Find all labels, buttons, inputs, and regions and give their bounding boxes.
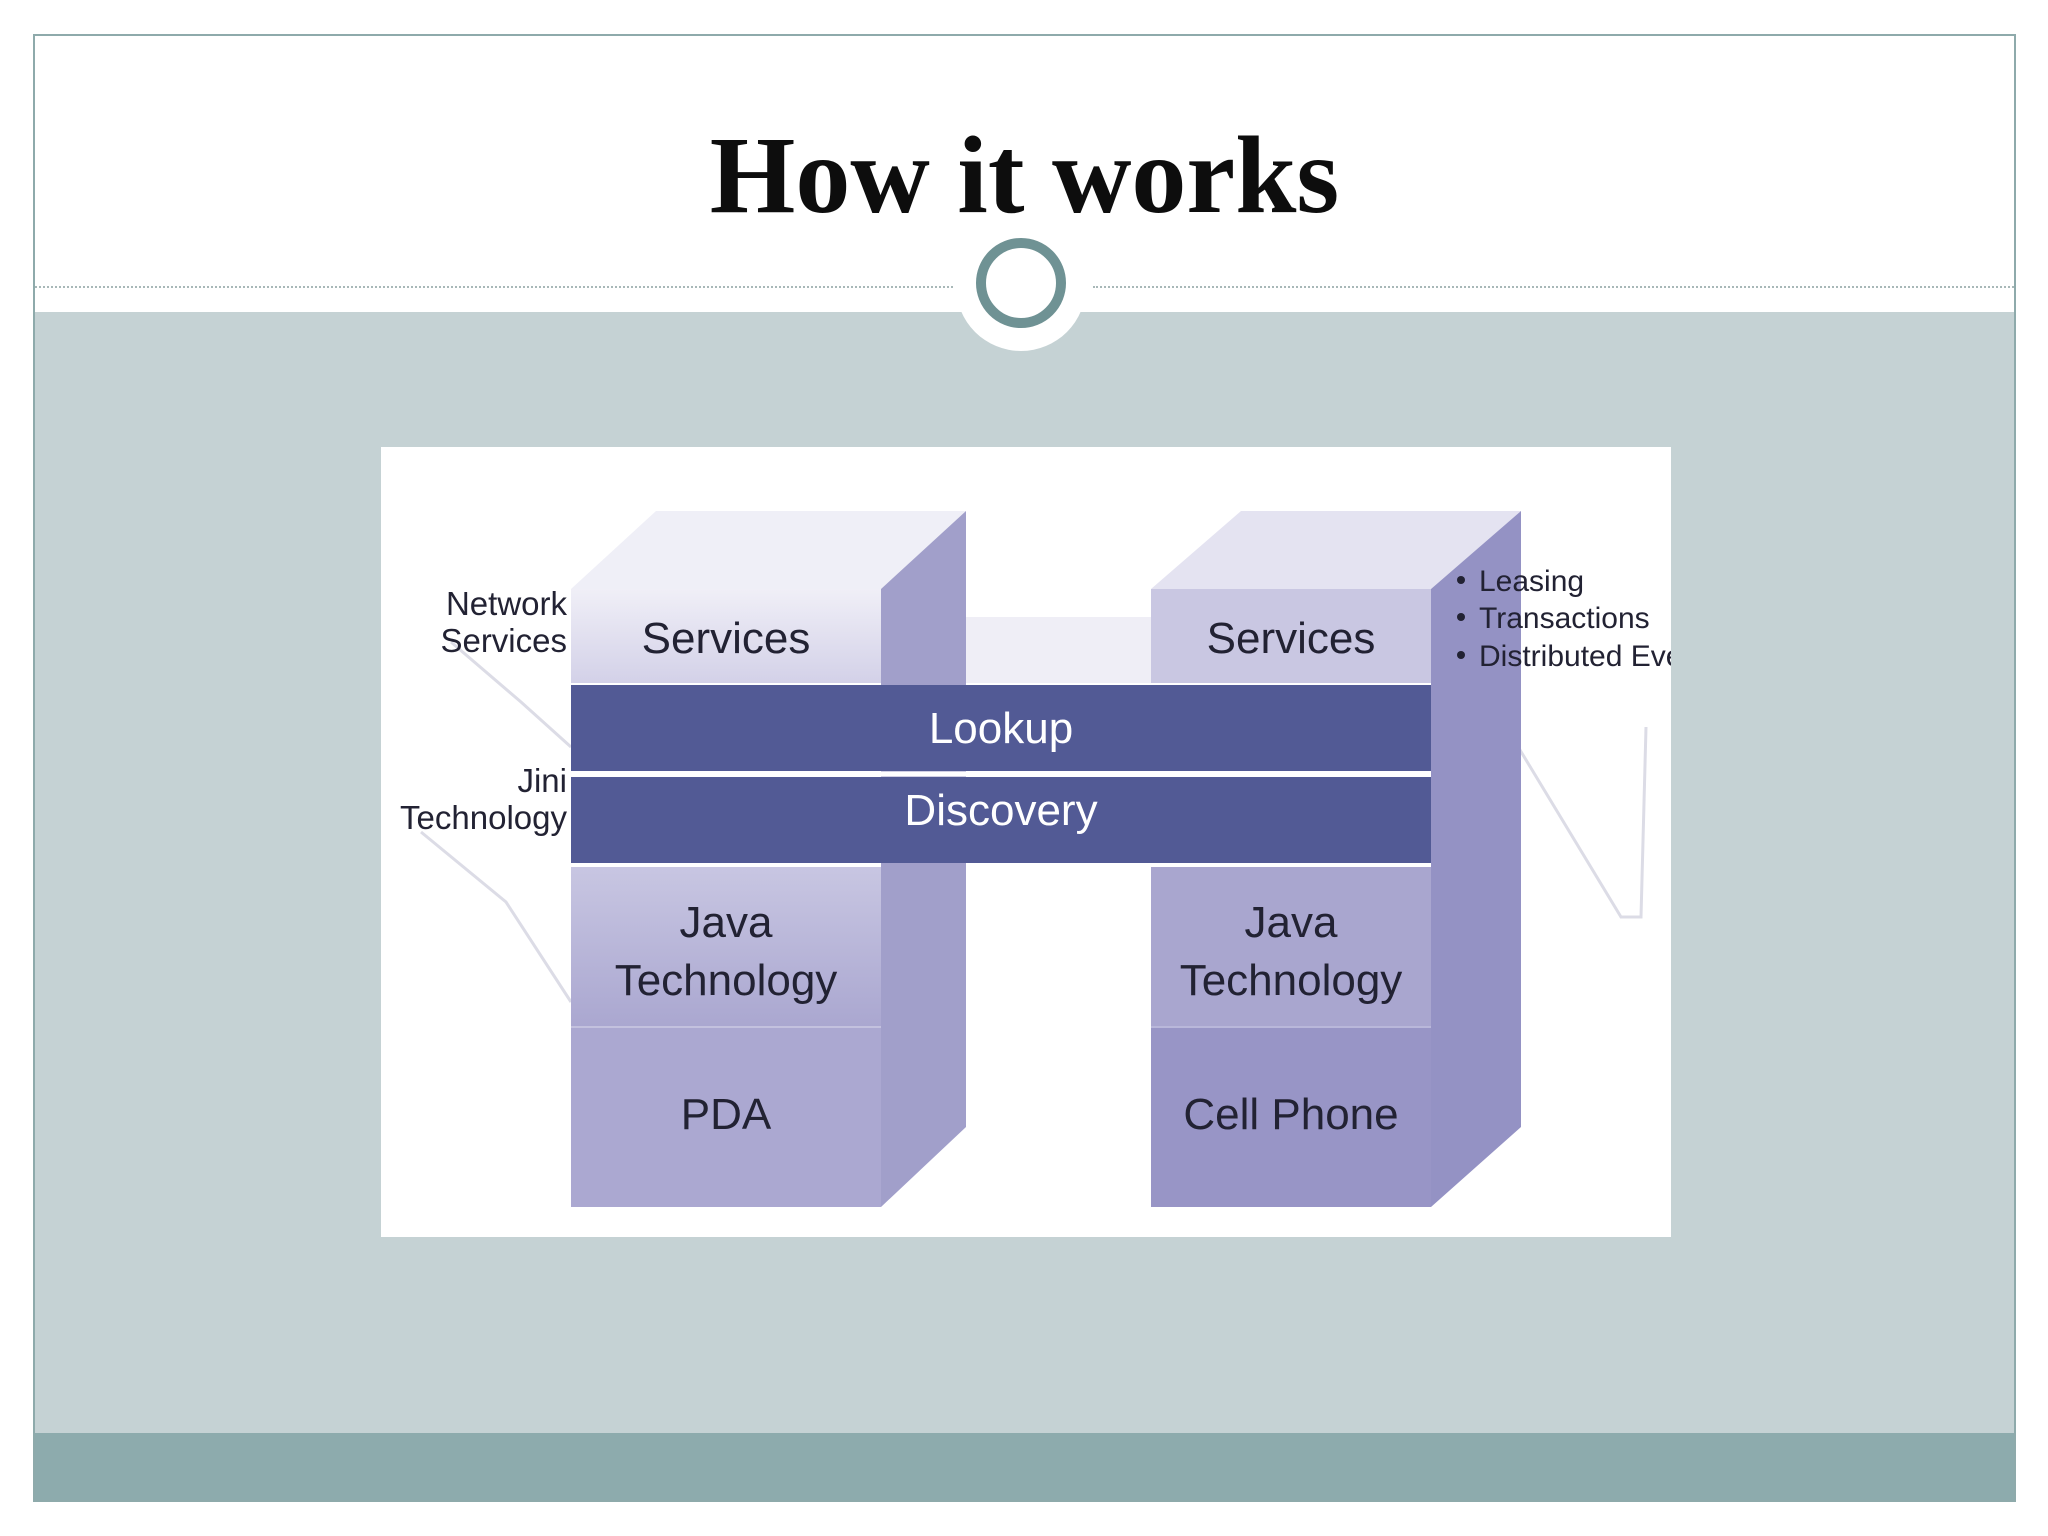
right-device-block [1151,1027,1431,1207]
right-services-block [1151,589,1431,683]
left-services-label: Services [642,614,811,663]
right-column-side-face [1431,511,1521,1207]
title-divider-left [35,286,953,288]
circle-ornament-icon [976,238,1066,328]
bullet-distributed: Distributed Even [1479,640,1671,673]
diagram-canvas: Services Java Technology PDA Services Ja… [400,511,1671,1207]
connector-right [1489,701,1648,919]
network-label-line1: Network [446,585,568,622]
right-column-top-face [1151,511,1521,589]
title-divider-right [1093,286,2014,288]
left-services-block [571,589,881,683]
bullet-dot-icon [1457,651,1465,659]
right-services-label: Services [1207,614,1376,663]
footer-bar [35,1433,2014,1500]
bullet-transactions: Transactions [1479,602,1650,635]
right-device-label: Cell Phone [1183,1090,1398,1139]
right-java-label-line1: Java [1245,898,1338,947]
left-device-label: PDA [681,1090,772,1139]
bullet-leasing: Leasing [1479,565,1584,598]
left-column-top-face [571,511,966,589]
right-java-block [1151,867,1431,1027]
lookup-band [571,685,1431,771]
left-java-label-line1: Java [680,898,773,947]
left-device-block [571,1027,881,1207]
jini-label-line1: Jini [517,762,567,799]
connector-left-upper [450,640,573,749]
slide: How it works [33,34,2016,1502]
connector-lines [420,640,1648,1003]
right-java-label-line2: Technology [1180,956,1403,1005]
bullet-dot-icon [1457,576,1465,584]
discovery-label: Discovery [904,786,1097,835]
slide-title: How it works [709,114,1340,236]
architecture-diagram: Services Java Technology PDA Services Ja… [381,447,1671,1237]
left-java-label-line2: Technology [615,956,838,1005]
left-java-block [571,867,881,1027]
connector-left-lower [420,830,573,1003]
network-label-line2: Services [440,622,567,659]
lookup-label: Lookup [929,704,1073,753]
jini-label-line2: Technology [400,799,567,836]
bullet-dot-icon [1457,613,1465,621]
discovery-band [571,777,1431,863]
